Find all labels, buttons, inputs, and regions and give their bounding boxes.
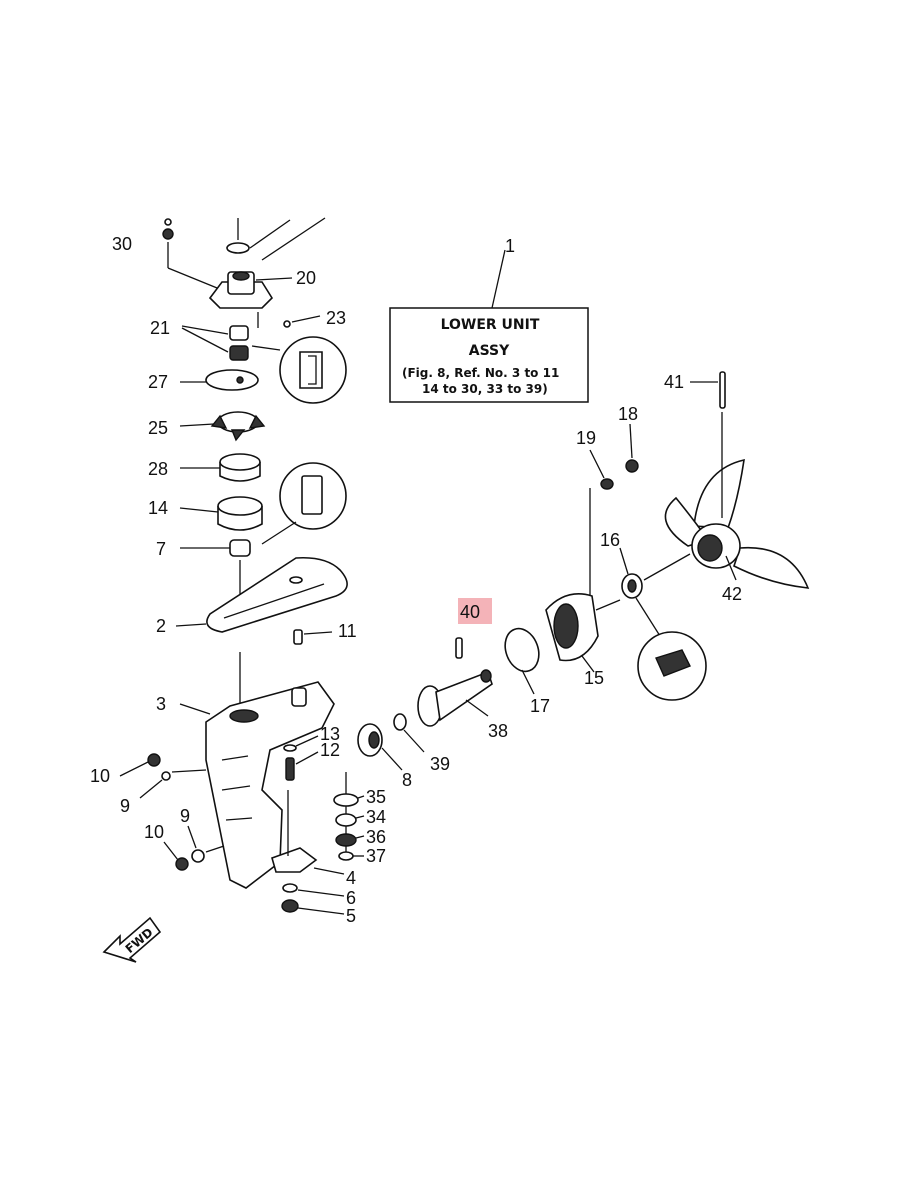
callout-15: 15	[584, 668, 604, 688]
callout-12: 12	[320, 740, 340, 760]
callout-25: 25	[148, 418, 168, 438]
part-11-dowel	[293, 629, 333, 645]
part-14-cup	[179, 496, 263, 531]
callout-42: 42	[722, 584, 742, 604]
title-line-1: LOWER UNIT	[441, 317, 540, 333]
title-box: LOWER UNIT ASSY (Fig. 8, Ref. No. 3 to 1…	[389, 249, 589, 403]
drive-shaft-top	[226, 217, 326, 261]
callout-2: 2	[156, 616, 166, 636]
callout-13: 13	[320, 724, 340, 744]
callout-3: 3	[156, 694, 166, 714]
callout-9-upper: 9	[120, 796, 130, 816]
callout-40-highlight	[458, 598, 492, 624]
callout-10-upper: 10	[90, 766, 110, 786]
callout-27: 27	[148, 372, 168, 392]
part-15-cap	[545, 593, 621, 673]
title-line-2: ASSY	[469, 343, 510, 359]
part-7-seal	[180, 539, 251, 620]
part-2-gasket	[175, 556, 348, 633]
part-10-9-lower	[163, 825, 225, 871]
part-5-nut	[281, 899, 345, 915]
part-40-pin	[455, 637, 463, 659]
callout-28: 28	[148, 459, 168, 479]
callout-labels: 1 30 20 23 21 27 25 28 14 7 2 11 3 13 12…	[90, 234, 742, 926]
callout-14: 14	[148, 498, 168, 518]
callout-37: 37	[366, 846, 386, 866]
callout-11: 11	[338, 621, 357, 641]
title-line-3: (Fig. 8, Ref. No. 3 to 11	[402, 366, 559, 380]
callout-23: 23	[326, 308, 346, 328]
callout-9-lower: 9	[180, 806, 190, 826]
callout-35: 35	[366, 787, 386, 807]
callout-38: 38	[488, 721, 508, 741]
part-27-plate	[180, 369, 259, 391]
part-13-12-screw	[283, 735, 319, 781]
part-16-spacer	[619, 547, 691, 637]
callout-19: 19	[576, 428, 596, 448]
callout-40: 40	[460, 602, 480, 622]
callout-4: 4	[346, 868, 356, 888]
part-25-impeller	[179, 411, 266, 442]
part-28-insert	[180, 453, 261, 482]
part-6-washer	[282, 883, 345, 897]
part-42-propeller	[664, 458, 810, 589]
part-20-pump-housing	[208, 271, 293, 309]
callout-6: 6	[346, 888, 356, 908]
part-19-18-bolts	[589, 423, 639, 596]
part-38-propeller-shaft	[417, 669, 493, 727]
callout-34: 34	[366, 807, 386, 827]
part-3-lower-casing	[179, 681, 335, 889]
part-8-bearing	[357, 723, 403, 771]
callout-5: 5	[346, 906, 356, 926]
callout-18: 18	[618, 404, 638, 424]
callout-8: 8	[402, 770, 412, 790]
callout-39: 39	[430, 754, 450, 774]
callout-1: 1	[505, 236, 515, 256]
callout-7: 7	[156, 539, 166, 559]
part-41-cotter-pin	[690, 371, 726, 518]
part-17-o-ring	[504, 627, 540, 695]
part-10-9-upper	[119, 753, 207, 799]
part-21-bushings	[181, 325, 281, 361]
forward-direction-arrow: FWD	[102, 916, 162, 963]
callout-20: 20	[296, 268, 316, 288]
callout-10-lower: 10	[144, 822, 164, 842]
callout-41: 41	[664, 372, 684, 392]
callout-30: 30	[112, 234, 132, 254]
title-line-4: 14 to 30, 33 to 39)	[422, 382, 548, 396]
detail-circle-right	[637, 631, 707, 701]
part-4-trim-tab	[271, 790, 345, 875]
part-39-washer	[393, 713, 425, 753]
callout-17: 17	[530, 696, 550, 716]
parts-35-37-stack	[333, 772, 365, 861]
callout-21: 21	[150, 318, 170, 338]
callout-16: 16	[600, 530, 620, 550]
detail-circle-middle	[261, 462, 347, 545]
detail-circle-upper	[279, 336, 347, 404]
callout-36: 36	[366, 827, 386, 847]
part-23-pin	[257, 312, 321, 328]
part-30-nut	[162, 218, 223, 291]
